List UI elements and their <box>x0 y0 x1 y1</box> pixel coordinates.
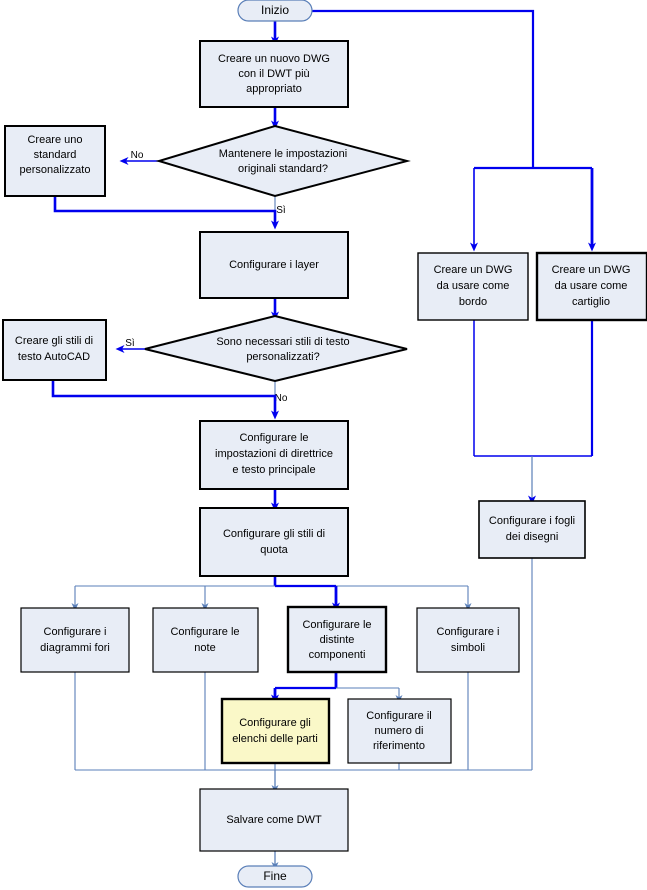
node-start-label: Inizio <box>261 3 289 17</box>
edge-dwg-boxes-to-sheets <box>473 320 594 505</box>
node-bom-line3: componenti <box>309 649 366 661</box>
node-dim-styles-line2: quota <box>260 544 288 556</box>
node-custom-standard-line3: personalizzato <box>20 164 91 176</box>
node-symbols-line2: simboli <box>451 642 485 654</box>
node-notes[interactable]: Configurare le note <box>152 607 259 673</box>
node-new-dwg-line1: Creare un nuovo DWG <box>218 53 330 65</box>
node-acad-text-styles[interactable]: Creare gli stili di testo AutoCAD <box>2 319 107 381</box>
node-keep-standard-decision[interactable]: Mantenere le impostazioni originali stan… <box>155 124 411 198</box>
node-balloon-line1: Configurare il <box>366 710 431 722</box>
node-bom-line2: distinte <box>320 634 355 646</box>
node-parts-lists-line1: Configurare gli <box>239 717 311 729</box>
node-titleblock-dwg-line1: Creare un DWG <box>552 264 631 276</box>
node-hole-charts-line1: Configurare i <box>44 626 107 638</box>
edge-keep-std-yes: Sì <box>274 194 286 225</box>
edge-keep-std-no: No <box>119 150 159 165</box>
node-leader-settings-line2: impostazioni di direttrice <box>215 448 333 460</box>
node-custom-standard[interactable]: Creare uno standard personalizzato <box>4 125 106 197</box>
node-acad-text-styles-line1: Creare gli stili di <box>15 335 93 347</box>
node-text-styles-line1: Sono necessari stili di testo <box>216 336 349 348</box>
edge-label-keep-std-yes: Sì <box>276 205 286 216</box>
node-keep-standard-line2: originali standard? <box>238 163 328 175</box>
node-bom[interactable]: Configurare le distinte componenti <box>286 605 388 674</box>
node-new-dwg[interactable]: Creare un nuovo DWG con il DWT più appro… <box>199 40 349 108</box>
edge-label-text-styles-yes: Sì <box>125 338 135 349</box>
node-save-dwt-label: Salvare come DWT <box>226 814 322 826</box>
node-symbols[interactable]: Configurare i simboli <box>416 607 520 673</box>
node-notes-line2: note <box>194 642 215 654</box>
edge-label-keep-std-no: No <box>131 150 144 161</box>
node-start[interactable]: Inizio <box>237 0 313 22</box>
edge-acad-text-styles-to-leader <box>51 380 279 420</box>
edge-bom-fan <box>271 672 403 704</box>
node-balloon-line2: numero di <box>375 725 424 737</box>
node-end[interactable]: Fine <box>237 865 313 888</box>
node-new-dwg-line2: con il DWT più <box>238 68 309 80</box>
node-titleblock-dwg-line3: cartiglio <box>572 296 610 308</box>
node-parts-lists-line2: elenchi delle parti <box>232 733 318 745</box>
node-hole-charts[interactable]: Configurare i diagrammi fori <box>20 607 130 673</box>
node-symbols-line1: Configurare i <box>437 626 500 638</box>
edge-text-styles-no: No <box>274 381 288 415</box>
node-acad-text-styles-line2: testo AutoCAD <box>18 351 90 363</box>
node-border-dwg-line3: bordo <box>459 296 487 308</box>
edge-bottom-bus-to-save <box>74 672 532 793</box>
edge-label-text-styles-no: No <box>275 393 288 404</box>
node-configure-layers[interactable]: Configurare i layer <box>199 231 349 299</box>
node-titleblock-dwg-line2: da usare come <box>555 280 628 292</box>
node-configure-layers-label: Configurare i layer <box>229 259 319 271</box>
node-keep-standard-line1: Mantenere le impostazioni <box>219 148 347 160</box>
node-bom-line1: Configurare le <box>302 619 371 631</box>
node-custom-standard-line2: standard <box>34 149 77 161</box>
edge-text-styles-yes: Sì <box>115 338 145 353</box>
node-hole-charts-line2: diagrammi fori <box>40 642 110 654</box>
node-notes-line1: Configurare le <box>170 626 239 638</box>
node-end-label: Fine <box>263 869 287 883</box>
node-sheets[interactable]: Configurare i fogli dei disegni <box>478 500 586 559</box>
node-parts-lists[interactable]: Configurare gli elenchi delle parti <box>220 697 331 765</box>
edge-dim-styles-fan <box>71 576 472 612</box>
node-custom-standard-line1: Creare uno <box>27 134 82 146</box>
edge-custom-std-to-layers <box>53 196 279 230</box>
node-leader-settings-line1: Configurare le <box>239 432 308 444</box>
node-sheets-line2: dei disegni <box>506 531 559 543</box>
node-save-dwt[interactable]: Salvare come DWT <box>199 788 349 852</box>
edge-start-to-right-branch <box>275 9 596 252</box>
node-dim-styles[interactable]: Configurare gli stili di quota <box>199 507 349 577</box>
node-text-styles-decision[interactable]: Sono necessari stili di testo personaliz… <box>144 314 408 383</box>
node-border-dwg[interactable]: Creare un DWG da usare come bordo <box>417 252 529 321</box>
node-balloon-line3: riferimento <box>373 740 425 752</box>
node-sheets-line1: Configurare i fogli <box>489 515 575 527</box>
node-text-styles-line2: personalizzati? <box>246 351 319 363</box>
node-border-dwg-line2: da usare come <box>437 280 510 292</box>
node-border-dwg-line1: Creare un DWG <box>434 264 513 276</box>
node-leader-settings-line3: e testo principale <box>232 464 315 476</box>
node-titleblock-dwg[interactable]: Creare un DWG da usare come cartiglio <box>535 251 647 322</box>
node-leader-settings[interactable]: Configurare le impostazioni di direttric… <box>199 420 349 490</box>
node-new-dwg-line3: appropriato <box>246 83 302 95</box>
node-dim-styles-line1: Configurare gli stili di <box>223 528 325 540</box>
node-balloon[interactable]: Configurare il numero di riferimento <box>347 698 452 764</box>
